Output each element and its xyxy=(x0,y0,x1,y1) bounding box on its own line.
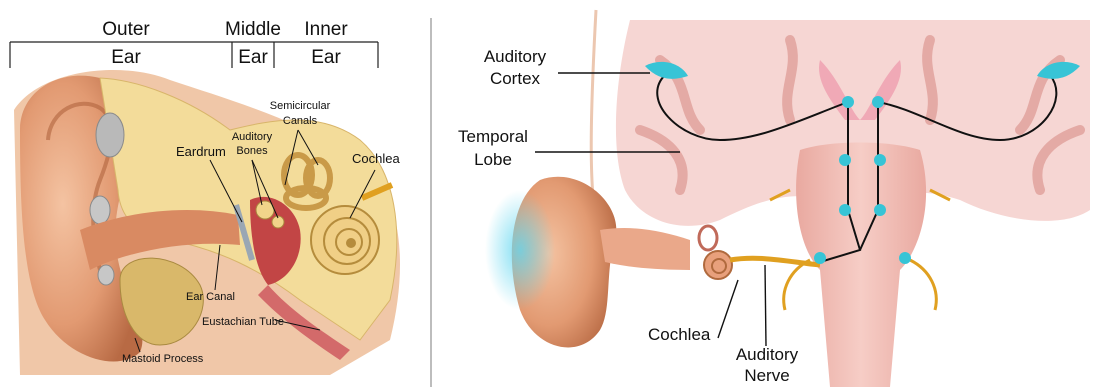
label-ear-canal: Ear Canal xyxy=(186,292,235,303)
label-outer-bottom: Ear xyxy=(96,48,156,67)
label-auditory-cortex-line1: Auditory xyxy=(470,48,560,65)
label-outer-top: Outer xyxy=(96,20,156,39)
label-auditory-bones-line2: Bones xyxy=(222,146,282,157)
label-eustachian-tube: Eustachian Tube xyxy=(202,317,284,328)
label-auditory-bones-line1: Auditory xyxy=(222,132,282,143)
label-semicircular-canals-line1: Semicircular xyxy=(260,101,340,112)
label-inner-bottom: Ear xyxy=(296,48,356,67)
label-eardrum: Eardrum xyxy=(176,145,226,158)
cochlea-left xyxy=(311,206,379,274)
label-auditory-cortex-line2: Cortex xyxy=(470,70,560,87)
label-auditory-nerve-line2: Nerve xyxy=(722,367,812,384)
label-temporal-lobe-line1: Temporal xyxy=(448,128,538,145)
auditory-nerve-path xyxy=(730,258,820,265)
label-inner-top: Inner xyxy=(296,20,356,39)
label-mastoid-process: Mastoid Process xyxy=(122,354,203,365)
cochlea-right xyxy=(699,226,732,279)
label-cochlea-left: Cochlea xyxy=(352,152,400,165)
label-temporal-lobe-line2: Lobe xyxy=(448,151,538,168)
label-semicircular-canals-line2: Canals xyxy=(260,116,340,127)
label-cochlea-right: Cochlea xyxy=(648,326,710,343)
label-middle-bottom: Ear xyxy=(232,48,274,67)
label-middle-top: Middle xyxy=(222,20,284,39)
right-brain-illustration xyxy=(485,10,1090,387)
label-auditory-nerve-line1: Auditory xyxy=(722,346,812,363)
